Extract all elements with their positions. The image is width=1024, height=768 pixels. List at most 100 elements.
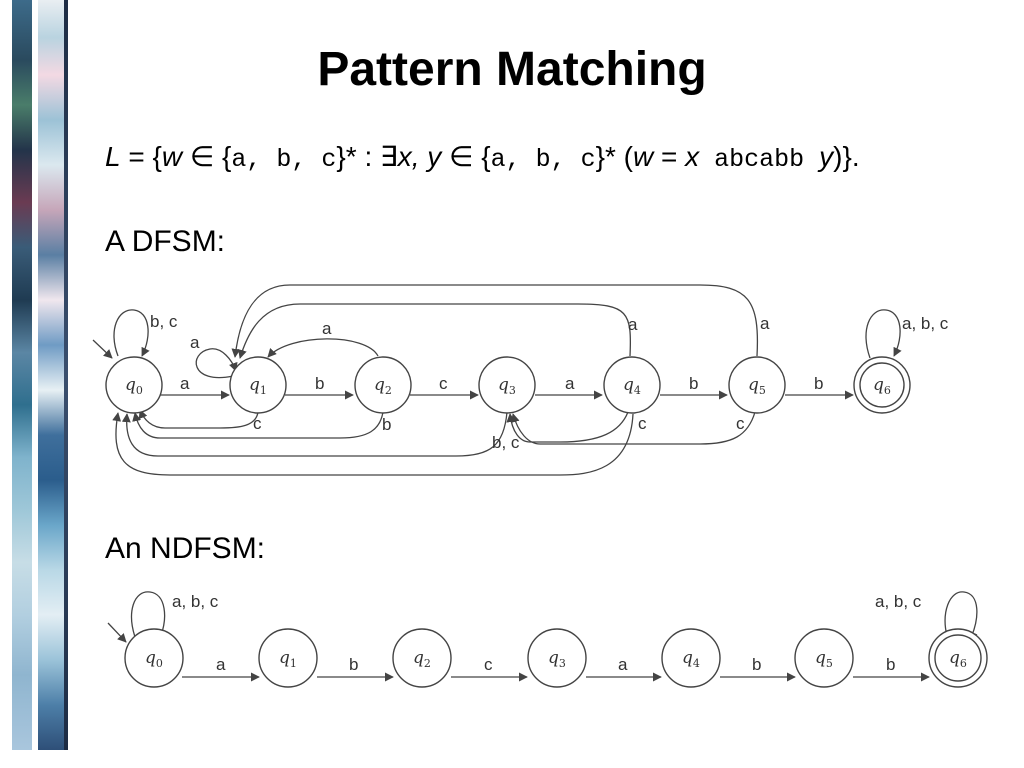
ndfsm-diagram: a, b, c a b c a b b a, b, c q0 q1 q2 bbox=[107, 591, 988, 688]
def-y: y bbox=[819, 141, 834, 172]
ndfsm-edge-label-q0-q1: a bbox=[216, 655, 226, 674]
dfsm-edge-q3-q0 bbox=[121, 411, 508, 457]
dfsm-edge-label-q5-q3: c bbox=[736, 414, 745, 433]
dfsm-edge-label-q4-q5: b bbox=[689, 374, 698, 393]
ndfsm-edge-label-q6-loop: a, b, c bbox=[875, 592, 922, 611]
dfsm-edge-q2-q1 bbox=[267, 338, 379, 358]
svg-text:q6: q6 bbox=[949, 648, 967, 670]
def-star-colon: }* : ∃ bbox=[336, 141, 398, 172]
dfsm-edge-q2-q0 bbox=[132, 411, 384, 439]
def-star-paren: }* ( bbox=[595, 141, 633, 172]
dfsm-edge-label-q1-q0: c bbox=[253, 414, 262, 433]
svg-text:q5: q5 bbox=[815, 648, 833, 670]
dfsm-state-q2: q2 bbox=[354, 356, 412, 414]
ndfsm-state-q5-n: 5 bbox=[826, 657, 833, 670]
dfsm-edge-label-q3-q4: a bbox=[565, 374, 575, 393]
dfsm-edge-label-q5-q6: b bbox=[814, 374, 823, 393]
def-pattern: abcabb bbox=[699, 145, 820, 174]
ndfsm-state-q3: q3 bbox=[527, 628, 587, 688]
dfsm-edge-label-q4-q3: c bbox=[638, 414, 647, 433]
def-L: L bbox=[105, 141, 121, 172]
ndfsm-edge-label-q3-q4: a bbox=[618, 655, 628, 674]
svg-text:q6: q6 bbox=[873, 375, 891, 397]
dfsm-state-q6-accepting: q6 bbox=[853, 356, 911, 414]
dfsm-state-q3: q3 bbox=[478, 356, 536, 414]
dfsm-state-q1: q1 bbox=[229, 356, 287, 414]
dfsm-edge-q4-q3 bbox=[506, 411, 629, 443]
svg-text:q0: q0 bbox=[145, 648, 163, 670]
ndfsm-state-q1: q1 bbox=[258, 628, 318, 688]
svg-text:q0: q0 bbox=[125, 375, 143, 397]
ndfsm-edge-q0-loop bbox=[130, 591, 168, 641]
decorative-image-strip-right bbox=[38, 0, 68, 750]
svg-text:q1: q1 bbox=[279, 648, 297, 670]
def-w2: w bbox=[632, 141, 654, 172]
def-in1: ∈ { bbox=[182, 141, 232, 172]
svg-text:q2: q2 bbox=[413, 648, 431, 670]
dfsm-edge-q6-loop bbox=[865, 309, 902, 359]
dfsm-state-q2-q: q bbox=[374, 375, 385, 395]
dfsm-edge-label-q4-q1: a bbox=[628, 315, 638, 334]
ndfsm-state-q6-n: 6 bbox=[960, 657, 967, 670]
svg-text:q4: q4 bbox=[623, 375, 641, 397]
decorative-image-strip-left bbox=[12, 0, 32, 750]
ndfsm-state-q4-q: q bbox=[682, 648, 693, 668]
ndfsm-edge-label-q2-q3: c bbox=[484, 655, 493, 674]
dfsm-state-q5: q5 bbox=[728, 356, 786, 414]
def-xy: x, y bbox=[397, 141, 442, 172]
ndfsm-state-q6-q: q bbox=[949, 648, 960, 668]
ndfsm-edge-q6-loop bbox=[944, 591, 978, 641]
dfsm-state-q2-n: 2 bbox=[385, 384, 392, 397]
def-in2: ∈ { bbox=[441, 141, 491, 172]
dfsm-state-q6-q: q bbox=[873, 375, 884, 395]
svg-text:q2: q2 bbox=[374, 375, 392, 397]
dfsm-state-q5-q: q bbox=[748, 375, 759, 395]
svg-text:q1: q1 bbox=[249, 375, 267, 397]
dfsm-edge-q4-q1 bbox=[238, 303, 632, 359]
dfsm-edge-label-q6-loop: a, b, c bbox=[902, 314, 949, 333]
svg-text:q3: q3 bbox=[548, 648, 566, 670]
dfsm-state-q1-q: q bbox=[249, 375, 260, 395]
dfsm-edge-q5-q1 bbox=[231, 284, 759, 358]
dfsm-state-q6-n: 6 bbox=[884, 384, 891, 397]
ndfsm-start-arrow bbox=[107, 622, 127, 643]
dfsm-state-q0-n: 0 bbox=[136, 384, 143, 397]
dfsm-state-q0-q: q bbox=[125, 375, 136, 395]
dfsm-edge-label-q2-q3: c bbox=[439, 374, 448, 393]
def-eq2: = bbox=[653, 141, 686, 172]
dfsm-state-q3-n: 3 bbox=[509, 384, 516, 397]
def-alphabet-1: a, b, c bbox=[231, 145, 337, 174]
ndfsm-heading: An NDFSM: bbox=[105, 532, 266, 565]
ndfsm-state-q0-q: q bbox=[145, 648, 156, 668]
ndfsm-state-q4-n: 4 bbox=[693, 657, 700, 670]
ndfsm-state-q6-accepting: q6 bbox=[928, 628, 988, 688]
dfsm-edge-label-q0-loop: b, c bbox=[150, 312, 178, 331]
def-eq-open: = { bbox=[120, 141, 162, 172]
def-close: )}. bbox=[833, 141, 860, 172]
ndfsm-state-q1-q: q bbox=[279, 648, 290, 668]
ndfsm-state-q3-n: 3 bbox=[559, 657, 566, 670]
ndfsm-state-q0: q0 bbox=[124, 628, 184, 688]
ndfsm-state-q4: q4 bbox=[661, 628, 721, 688]
dfsm-edge-q1-q0 bbox=[138, 409, 259, 429]
def-w1: w bbox=[161, 141, 183, 172]
dfsm-edge-label-q5-q1: a bbox=[760, 314, 770, 333]
dfsm-state-q3-q: q bbox=[498, 375, 509, 395]
dfsm-start-arrow bbox=[92, 339, 113, 359]
dfsm-edge-label-q1-loop: a bbox=[190, 333, 200, 352]
ndfsm-edge-label-q1-q2: b bbox=[349, 655, 358, 674]
dfsm-state-q4-n: 4 bbox=[634, 384, 641, 397]
ndfsm-edge-label-q0-loop: a, b, c bbox=[172, 592, 219, 611]
dfsm-edge-label-q0-q1: a bbox=[180, 374, 190, 393]
dfsm-state-q4: q4 bbox=[603, 356, 661, 414]
ndfsm-state-q1-n: 1 bbox=[290, 657, 297, 670]
ndfsm-state-q2-q: q bbox=[413, 648, 424, 668]
dfsm-edge-label-q1-q2: b bbox=[315, 374, 324, 393]
def-x: x bbox=[685, 141, 700, 172]
dfsm-edge-q0-loop bbox=[113, 309, 150, 357]
ndfsm-state-q5: q5 bbox=[794, 628, 854, 688]
dfsm-heading: A DFSM: bbox=[105, 225, 226, 258]
ndfsm-state-q5-q: q bbox=[815, 648, 826, 668]
dfsm-state-q1-n: 1 bbox=[260, 384, 267, 397]
